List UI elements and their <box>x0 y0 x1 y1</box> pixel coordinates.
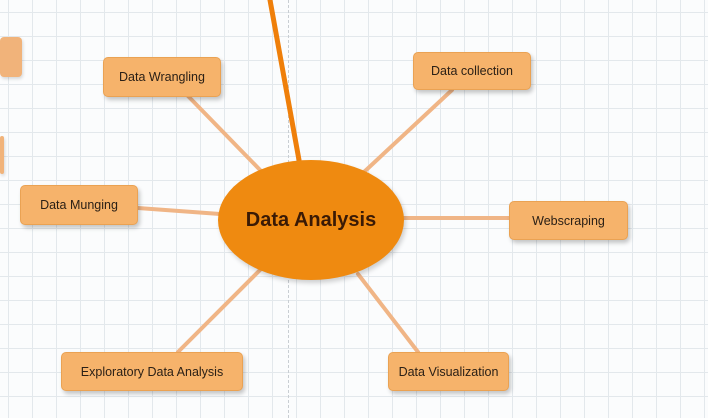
node-data-wrangling[interactable]: Data Wrangling <box>103 57 221 97</box>
node-data-visualization[interactable]: Data Visualization <box>388 352 509 391</box>
node-data-munging[interactable]: Data Munging <box>20 185 138 225</box>
connector-data-munging <box>136 206 222 216</box>
node-webscraping[interactable]: Webscraping <box>509 201 628 240</box>
node-label: Exploratory Data Analysis <box>80 364 224 379</box>
central-node-label: Data Analysis <box>245 208 377 231</box>
connector-data-wrangling <box>186 94 264 174</box>
parent-connector <box>267 0 302 163</box>
node-label: Data Visualization <box>398 364 499 379</box>
central-node-data-analysis[interactable]: Data Analysis <box>218 160 404 280</box>
node-label: Webscraping <box>532 213 605 228</box>
node-data-collection[interactable]: Data collection <box>413 52 531 90</box>
node-label: Data Munging <box>40 198 118 212</box>
connector-data-collection <box>362 88 454 174</box>
node-exploratory-data-analysis[interactable]: Exploratory Data Analysis <box>61 352 243 391</box>
node-label: Data Wrangling <box>119 70 205 84</box>
node-label: Data collection <box>431 64 513 78</box>
connector-exploratory-data-analysis <box>176 266 264 354</box>
partial-node-left-middle[interactable] <box>0 136 4 174</box>
connector-data-visualization <box>356 272 420 354</box>
partial-node-left-top[interactable] <box>0 37 22 77</box>
